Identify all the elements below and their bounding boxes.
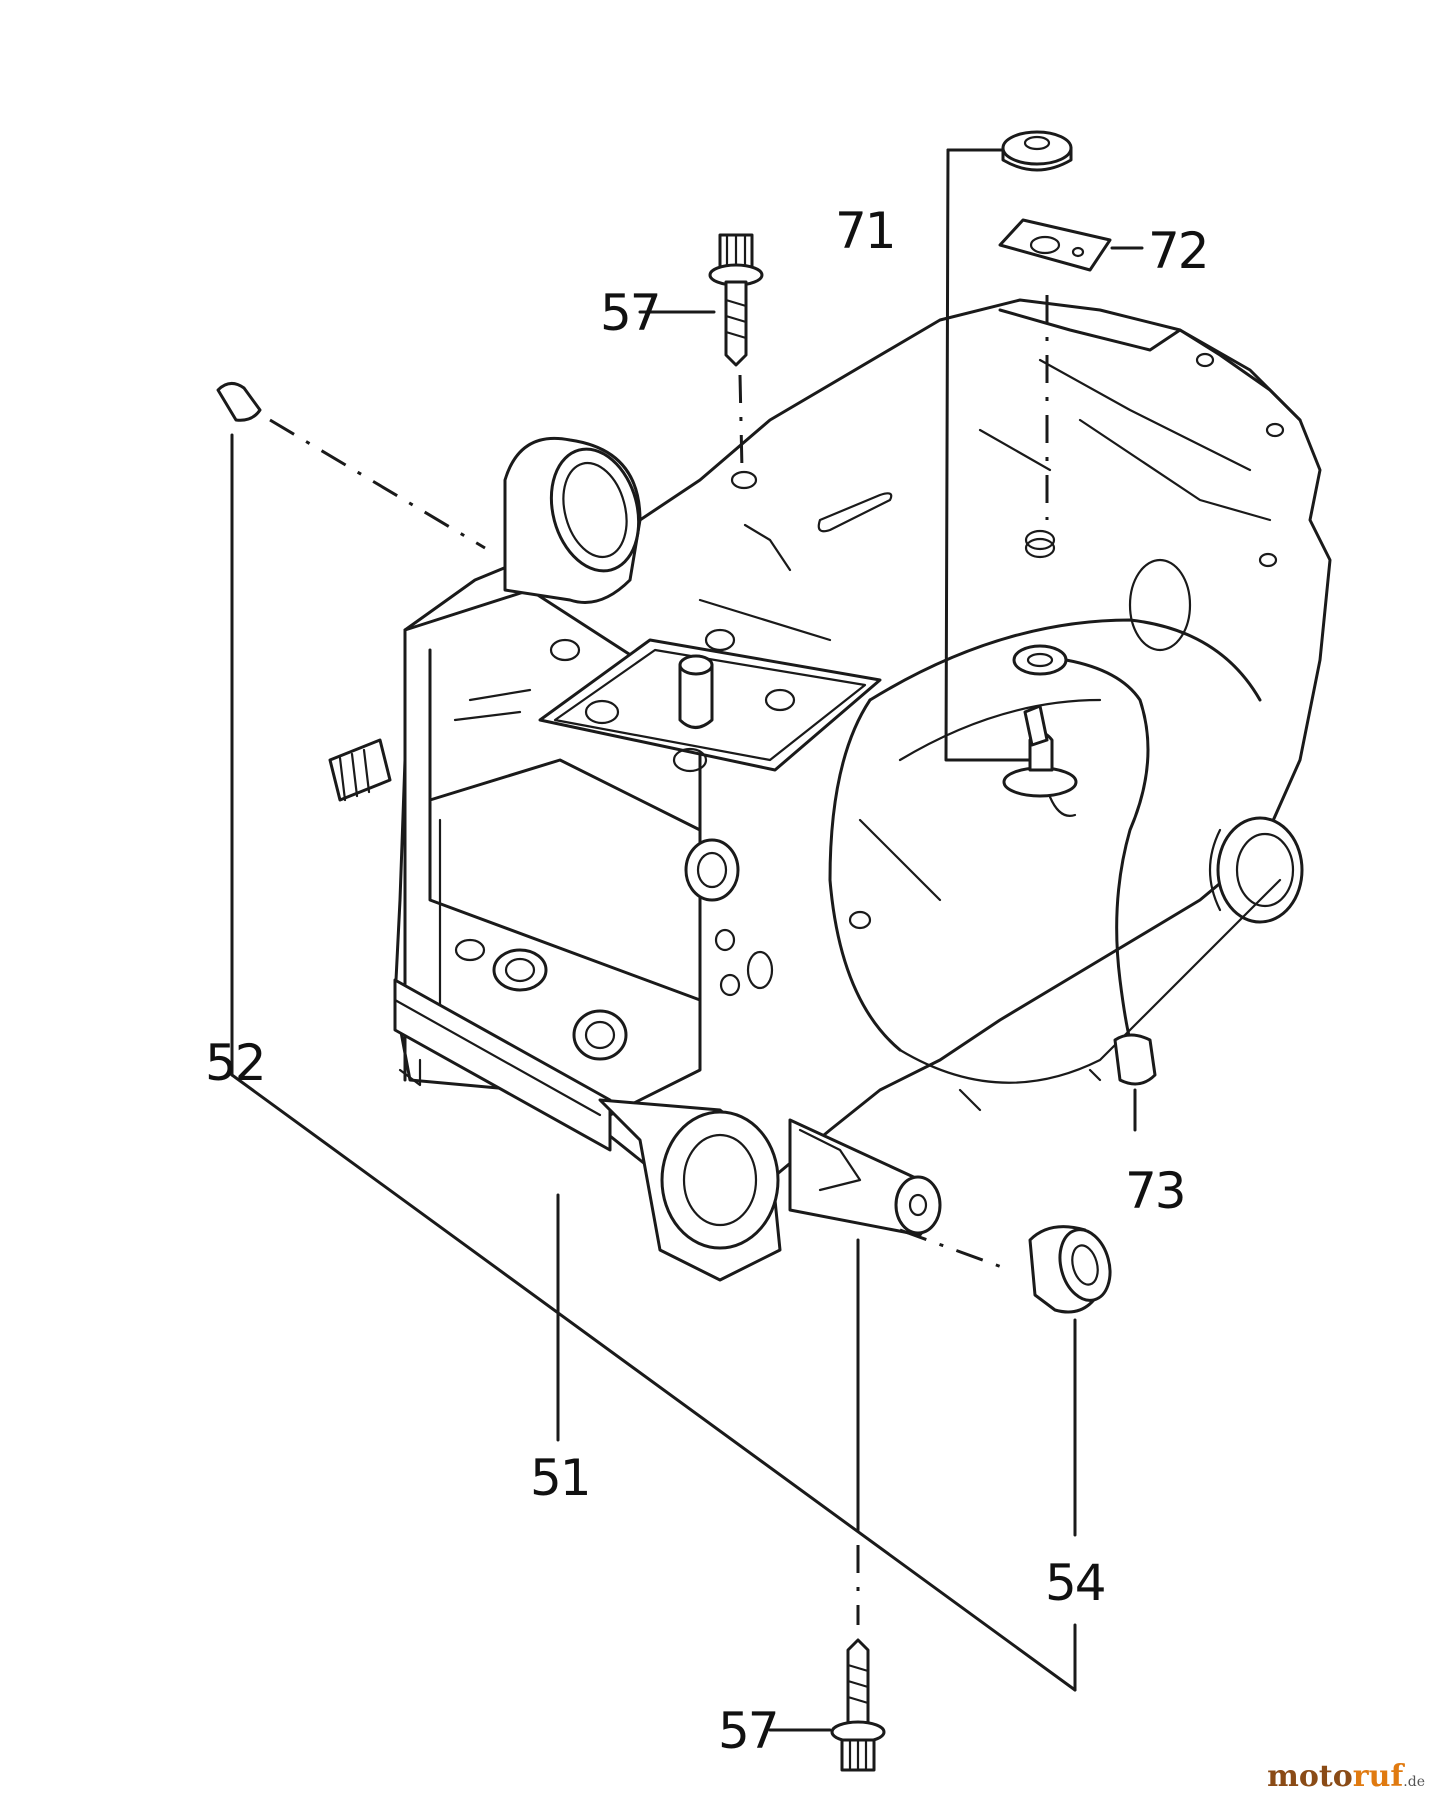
ground-wire bbox=[1012, 644, 1157, 1132]
watermark-main: moto bbox=[1267, 1759, 1353, 1794]
part-number-54: 54 bbox=[1045, 1554, 1105, 1612]
plug-part bbox=[216, 382, 1077, 1692]
part-number-72: 72 bbox=[1148, 222, 1208, 280]
switch-plate bbox=[998, 218, 1144, 559]
part-number-57-bottom: 57 bbox=[718, 1702, 778, 1760]
part-number-71: 71 bbox=[835, 202, 895, 260]
part-number-51: 51 bbox=[530, 1449, 590, 1507]
part-number-73: 73 bbox=[1125, 1162, 1185, 1220]
watermark-accent: ruf bbox=[1352, 1759, 1404, 1794]
screw-top bbox=[638, 233, 764, 490]
motoruf-watermark: motoruf.de bbox=[1267, 1759, 1425, 1794]
screw-bottom bbox=[768, 1238, 886, 1772]
crankcase-body bbox=[328, 298, 1332, 1282]
bushing bbox=[899, 1225, 1112, 1692]
part-number-52: 52 bbox=[205, 1034, 265, 1092]
part-number-57-top: 57 bbox=[600, 284, 660, 342]
switch-assembly bbox=[944, 130, 1078, 817]
watermark-tld: .de bbox=[1403, 1774, 1425, 1790]
